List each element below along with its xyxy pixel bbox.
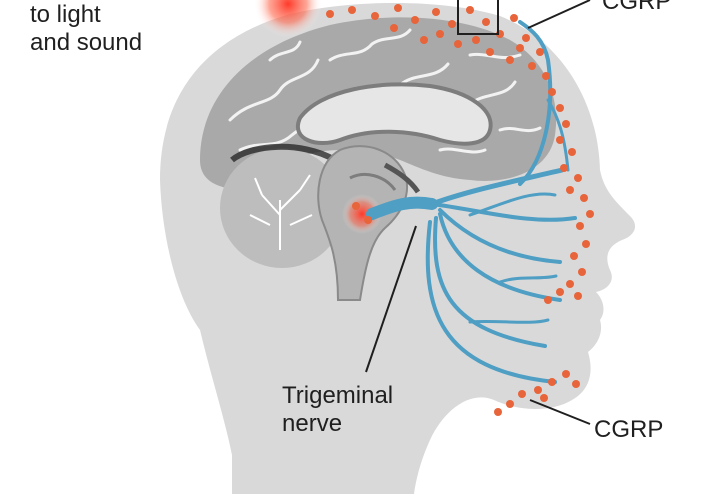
sensitivity-line-1: to light <box>30 1 101 28</box>
cgrp-dots <box>326 4 594 416</box>
trigeminal-line-1: Trigeminal <box>282 382 394 409</box>
trigeminal-line-2: nerve <box>282 410 343 437</box>
cgrp-top-label: CGRP <box>602 0 672 15</box>
trigeminal-nerve <box>366 20 577 384</box>
corpus-callosum <box>296 82 493 146</box>
sensitivity-line-2: and sound <box>30 29 143 56</box>
sensitivity-label: to light and sound <box>30 1 142 57</box>
cerebellum-branches <box>249 174 313 250</box>
detail-callout-box <box>457 0 499 35</box>
trigeminal-nerve-label: Trigeminal nerve <box>282 382 393 438</box>
brainstem-glow <box>342 194 382 234</box>
headache-glow <box>254 0 322 38</box>
cgrp-bottom-label: CGRP <box>594 416 664 443</box>
leader-lines <box>365 0 591 425</box>
